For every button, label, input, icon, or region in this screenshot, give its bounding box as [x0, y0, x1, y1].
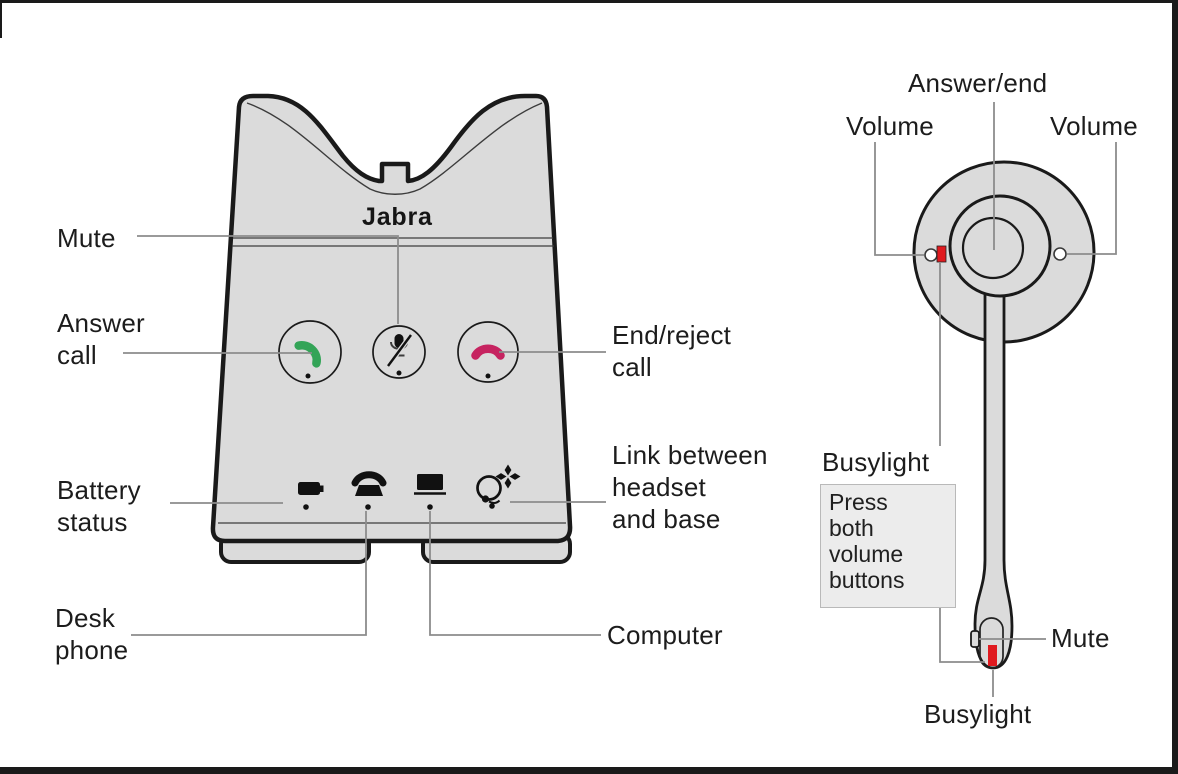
end-reject-call-button	[457, 321, 519, 383]
computer-indicator	[414, 474, 446, 510]
answer-end-button	[961, 216, 1025, 280]
battery-led-dot	[303, 504, 309, 510]
volume-left-leader-line	[874, 142, 924, 256]
jabra-logo: Jabra	[362, 203, 433, 231]
label-busylight-bottom: Busylight	[924, 699, 1032, 729]
battery-icon	[298, 482, 320, 495]
cradle-rim-line	[246, 102, 543, 195]
mute-base-leader-line	[137, 235, 399, 324]
computer-icon	[417, 474, 443, 490]
desk-phone-icon	[351, 471, 387, 487]
answer-call-handset-icon	[294, 341, 321, 368]
busylight-mic-tip	[988, 645, 997, 666]
page-border-bottom	[0, 767, 1178, 774]
desk-phone-led-dot	[365, 504, 371, 510]
label-volume-right: Volume	[1050, 111, 1138, 141]
headset	[912, 160, 1096, 670]
label-link-headset-base: Link between headset and base	[612, 440, 768, 535]
label-answer-call: Answer call	[57, 308, 145, 371]
label-mute-base: Mute	[57, 223, 116, 253]
link-plus-sparkle	[495, 464, 521, 489]
desk-phone-leader-line	[131, 511, 367, 636]
battery-status-indicator	[298, 482, 324, 510]
link-led-dot	[489, 503, 495, 509]
label-computer: Computer	[607, 620, 723, 650]
page-border-top	[0, 0, 1178, 3]
label-end-reject-call: End/reject call	[612, 320, 732, 383]
volume-buttons-note-box: Press both volume buttons	[820, 484, 956, 608]
mute-microphone-icon	[385, 333, 414, 368]
computer-leader-line	[429, 511, 601, 636]
mic-tip-pill	[979, 617, 1004, 669]
label-answer-end: Answer/end	[908, 68, 1048, 98]
volume-buttons-note-text: Press both volume buttons	[829, 489, 905, 593]
mute-button	[372, 325, 426, 379]
volume-button-left	[924, 248, 938, 262]
volume-button-right	[1053, 247, 1067, 261]
label-busylight-top: Busylight	[822, 447, 930, 477]
computer-led-dot	[427, 504, 433, 510]
leader-lines	[123, 102, 1117, 697]
answer-led-dot	[305, 373, 311, 379]
desk-phone-indicator	[351, 471, 387, 510]
end-reject-handset-icon	[471, 344, 505, 360]
headset-link-indicator	[476, 464, 521, 509]
label-volume-left: Volume	[846, 111, 934, 141]
label-desk-phone: Desk phone	[55, 603, 129, 666]
battery-nub	[320, 485, 324, 492]
base-body	[210, 93, 573, 544]
page-border-left	[0, 0, 2, 38]
label-battery-status: Battery status	[57, 475, 141, 538]
volume-right-leader-line	[1067, 142, 1117, 255]
busylight-earpiece	[936, 245, 947, 263]
end-led-dot	[485, 373, 491, 379]
mute-button-headset	[970, 630, 980, 648]
page-border-right	[1172, 0, 1178, 774]
busylight-box-leader-line	[939, 608, 985, 663]
answer-call-button	[278, 320, 342, 384]
label-mute-headset: Mute	[1051, 623, 1110, 653]
mute-led-dot	[396, 370, 402, 376]
base-station	[210, 93, 573, 564]
